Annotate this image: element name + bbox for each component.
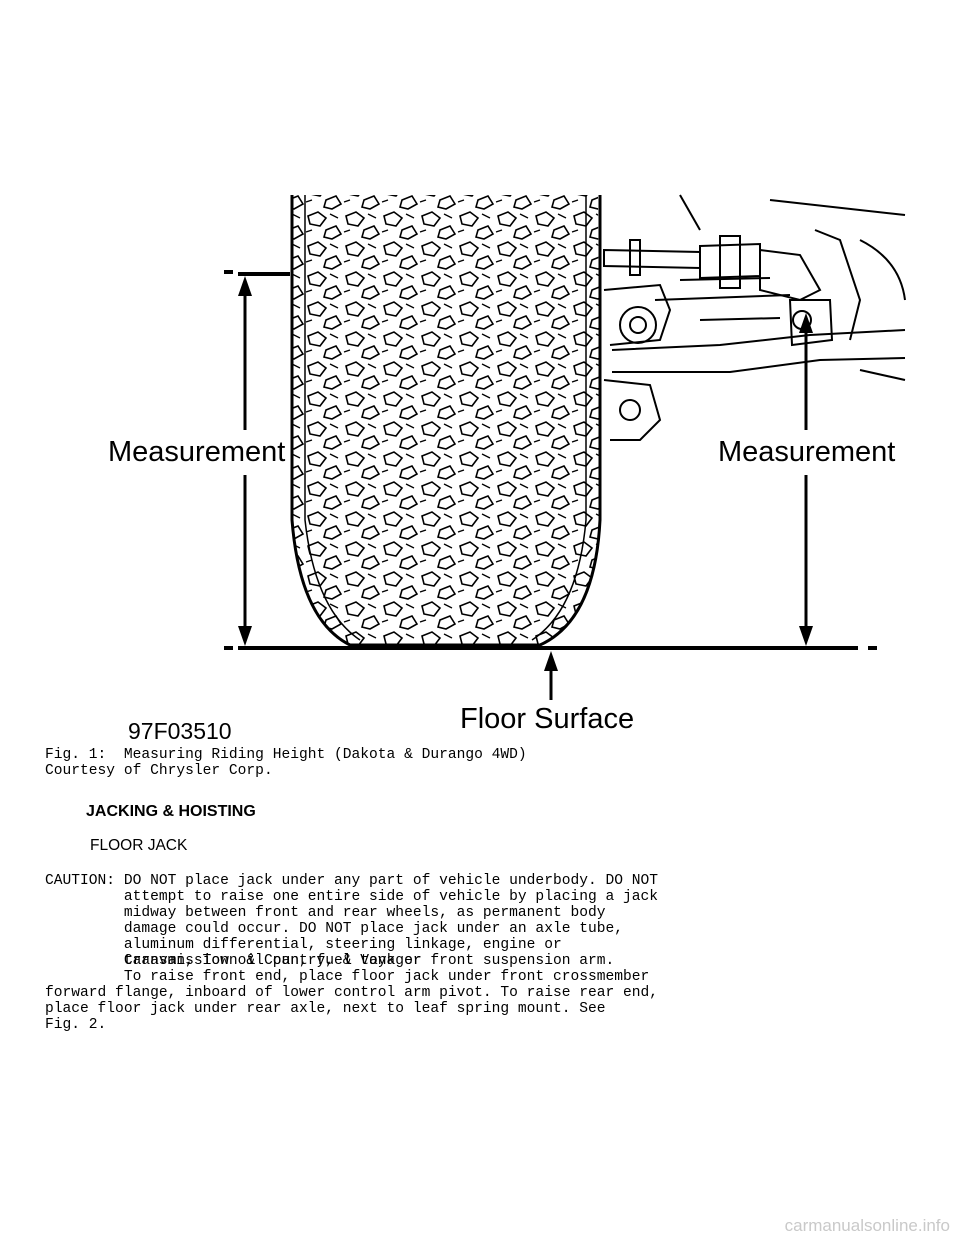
tire-suspension-illustration <box>224 194 906 700</box>
floor-surface-label: Floor Surface <box>460 703 635 735</box>
riding-height-figure: Measurement Measurement Floor Surface 97… <box>108 194 906 744</box>
subsection-heading: FLOOR JACK <box>90 837 188 854</box>
measurement-label-left: Measurement <box>108 436 286 468</box>
suspension-drawing <box>603 194 906 441</box>
measurement-lines <box>224 270 877 700</box>
body-paragraph: Caravan, Town & Country, & Voyager To ra… <box>45 953 659 1033</box>
section-heading: JACKING & HOISTING <box>86 803 256 820</box>
figure-caption: Fig. 1: Measuring Riding Height (Dakota … <box>45 747 527 763</box>
figure-courtesy: Courtesy of Chrysler Corp. <box>45 763 273 779</box>
figure-id: 97F03510 <box>128 718 232 744</box>
measurement-label-right: Measurement <box>718 436 896 468</box>
watermark: carmanualsonline.info <box>784 1216 950 1235</box>
caution-text: CAUTION: DO NOT place jack under any par… <box>45 873 659 969</box>
tire-drawing <box>290 195 602 647</box>
